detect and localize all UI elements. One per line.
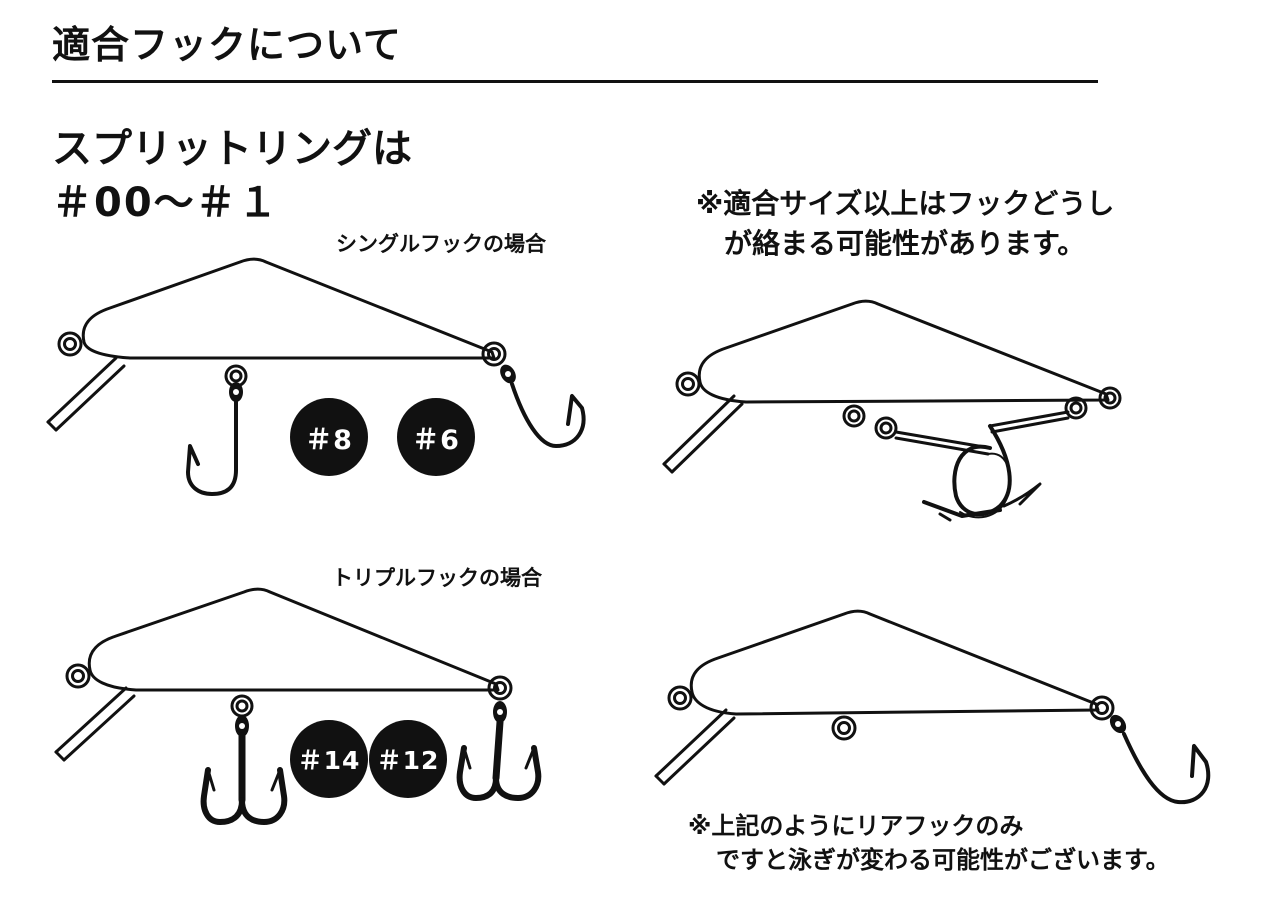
- lure-lip: [46, 356, 126, 432]
- line-eye: [667, 685, 693, 711]
- triple-hook-size-badge-12: ＃12: [369, 720, 447, 798]
- lure-lip: [654, 708, 736, 786]
- single-hook-label: シングルフックの場合: [336, 232, 546, 256]
- split-ring-size-range: ＃00〜＃１: [52, 180, 280, 226]
- single-hook-belly: [186, 382, 243, 496]
- line-eye: [675, 371, 701, 397]
- lure-triple-hook: [54, 587, 542, 825]
- single-hook-tail: [500, 364, 586, 448]
- single-hook-size-badge-6: ＃6: [397, 398, 475, 476]
- lure-rear-hook-only: [654, 609, 1211, 805]
- tail-eye: [481, 341, 507, 367]
- belly-rings: [842, 404, 898, 440]
- treble-hook-tail: [456, 701, 542, 801]
- treble-hook-belly: [200, 715, 288, 825]
- tangled-hook-shanks: [894, 410, 1070, 456]
- line-eye: [65, 663, 91, 689]
- lure-body: [87, 587, 500, 692]
- belly-eye: [831, 715, 857, 741]
- lure-body: [81, 257, 496, 360]
- warning-line-2: が絡まる可能性があります。: [724, 227, 1086, 260]
- page-title: 適合フックについて: [52, 23, 402, 67]
- lure-tangled-hooks: [662, 299, 1122, 522]
- belly-eye: [230, 694, 254, 718]
- warning-line-1: ※適合サイズ以上はフックどうし: [696, 187, 1115, 220]
- tail-eye: [1089, 695, 1115, 721]
- note-line-2: ですと泳ぎが変わる可能性がございます。: [716, 846, 1170, 874]
- tail-eye: [487, 675, 513, 701]
- lure-lip: [662, 394, 744, 474]
- triple-hook-label: トリプルフックの場合: [332, 566, 542, 590]
- lure-body: [697, 299, 1110, 404]
- tangled-hook-bends: [922, 424, 1042, 522]
- lure-lip: [54, 686, 136, 762]
- line-eye: [57, 331, 83, 357]
- lure-body: [689, 609, 1100, 716]
- tail-rings: [1064, 386, 1122, 420]
- title-underline: [52, 80, 1098, 83]
- split-ring-heading: スプリットリングは: [52, 126, 412, 172]
- lure-single-hook: [46, 257, 586, 496]
- single-hook-size-badge-8: ＃8: [290, 398, 368, 476]
- triple-hook-size-badge-14: ＃14: [290, 720, 368, 798]
- note-line-1: ※上記のようにリアフックのみ: [688, 812, 1024, 840]
- single-hook-rear: [1109, 714, 1211, 805]
